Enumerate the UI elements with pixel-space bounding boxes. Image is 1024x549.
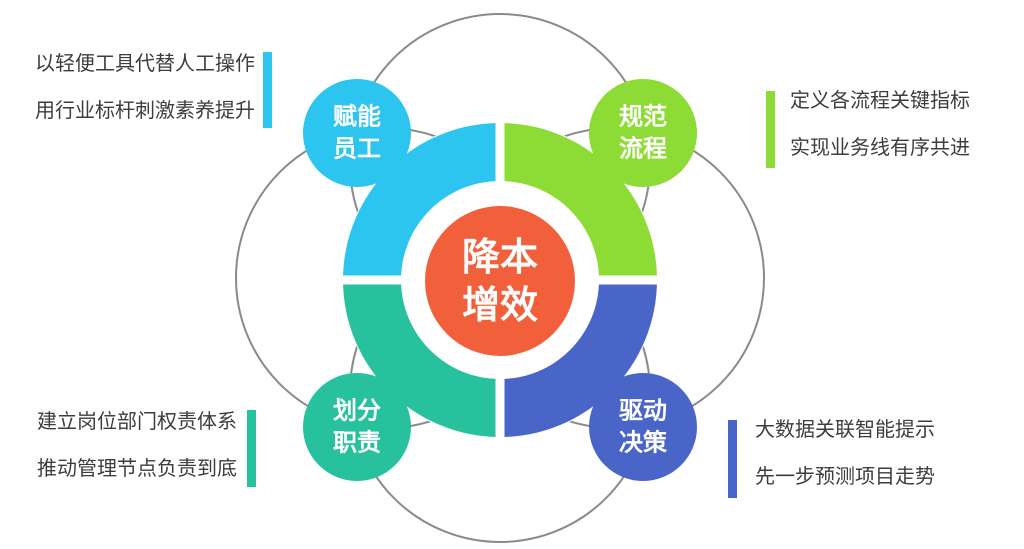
center-circle (425, 206, 575, 356)
satellite-label-bottom-right-line1: 驱动 (619, 398, 667, 425)
accent-bar-bottom-left (247, 410, 256, 487)
accent-bar-top-right (766, 91, 775, 168)
satellite-circle-bottom-right (589, 373, 697, 481)
satellite-label-bottom-right-line2: 决策 (619, 429, 668, 457)
satellite-circle-top-right (589, 79, 697, 187)
gap-slit-bottom (495, 374, 505, 442)
center-label-line1: 降本 (462, 237, 538, 279)
quadrant-arc-top-left (343, 123, 500, 280)
quadrant-gaps (338, 118, 662, 442)
satellite-label-top-right-line2: 流程 (619, 136, 667, 163)
satellite-circle-bottom-left (303, 373, 411, 481)
satellite-circle-top-left (303, 79, 411, 187)
quadrant-arc-bottom-right (500, 280, 657, 437)
note-line: 推动管理节点负责到底 (37, 458, 237, 480)
quadrant-arc-bottom-left (343, 280, 500, 437)
note-block-top-left: 以轻便工具代替人工操作 用行业标杆刺激素养提升 (35, 52, 255, 123)
note-block-bottom-left: 建立岗位部门权责体系 推动管理节点负责到底 (37, 410, 237, 481)
quadrant-arc-top-right (500, 123, 657, 280)
satellite-label-bottom-left-line1: 划分 (333, 398, 381, 425)
center-label-line2: 增效 (462, 285, 538, 327)
accent-bar-bottom-right (728, 420, 737, 498)
note-line: 大数据关联智能提示 (755, 419, 935, 441)
note-line: 以轻便工具代替人工操作 (35, 53, 255, 75)
satellite-label-bottom-left-line2: 职责 (333, 430, 381, 457)
note-block-top-right: 定义各流程关键指标 实现业务线有序共进 (790, 89, 970, 160)
note-line: 用行业标杆刺激素养提升 (35, 100, 255, 122)
note-block-bottom-right: 大数据关联智能提示 先一步预测项目走势 (755, 418, 935, 489)
satellite-label-top-left-line2: 员工 (333, 136, 381, 163)
note-line: 先一步预测项目走势 (755, 466, 935, 488)
note-line: 定义各流程关键指标 (790, 90, 970, 112)
gap-slit-top (495, 118, 505, 186)
note-line: 建立岗位部门权责体系 (37, 411, 237, 433)
note-line: 实现业务线有序共进 (790, 137, 970, 159)
accent-bar-top-left (263, 52, 272, 128)
satellite-label-top-right-line1: 规范 (619, 104, 667, 131)
gap-slit-left (338, 275, 406, 285)
satellite-label-top-left-line1: 赋能 (333, 103, 381, 131)
gap-slit-right (594, 275, 662, 285)
